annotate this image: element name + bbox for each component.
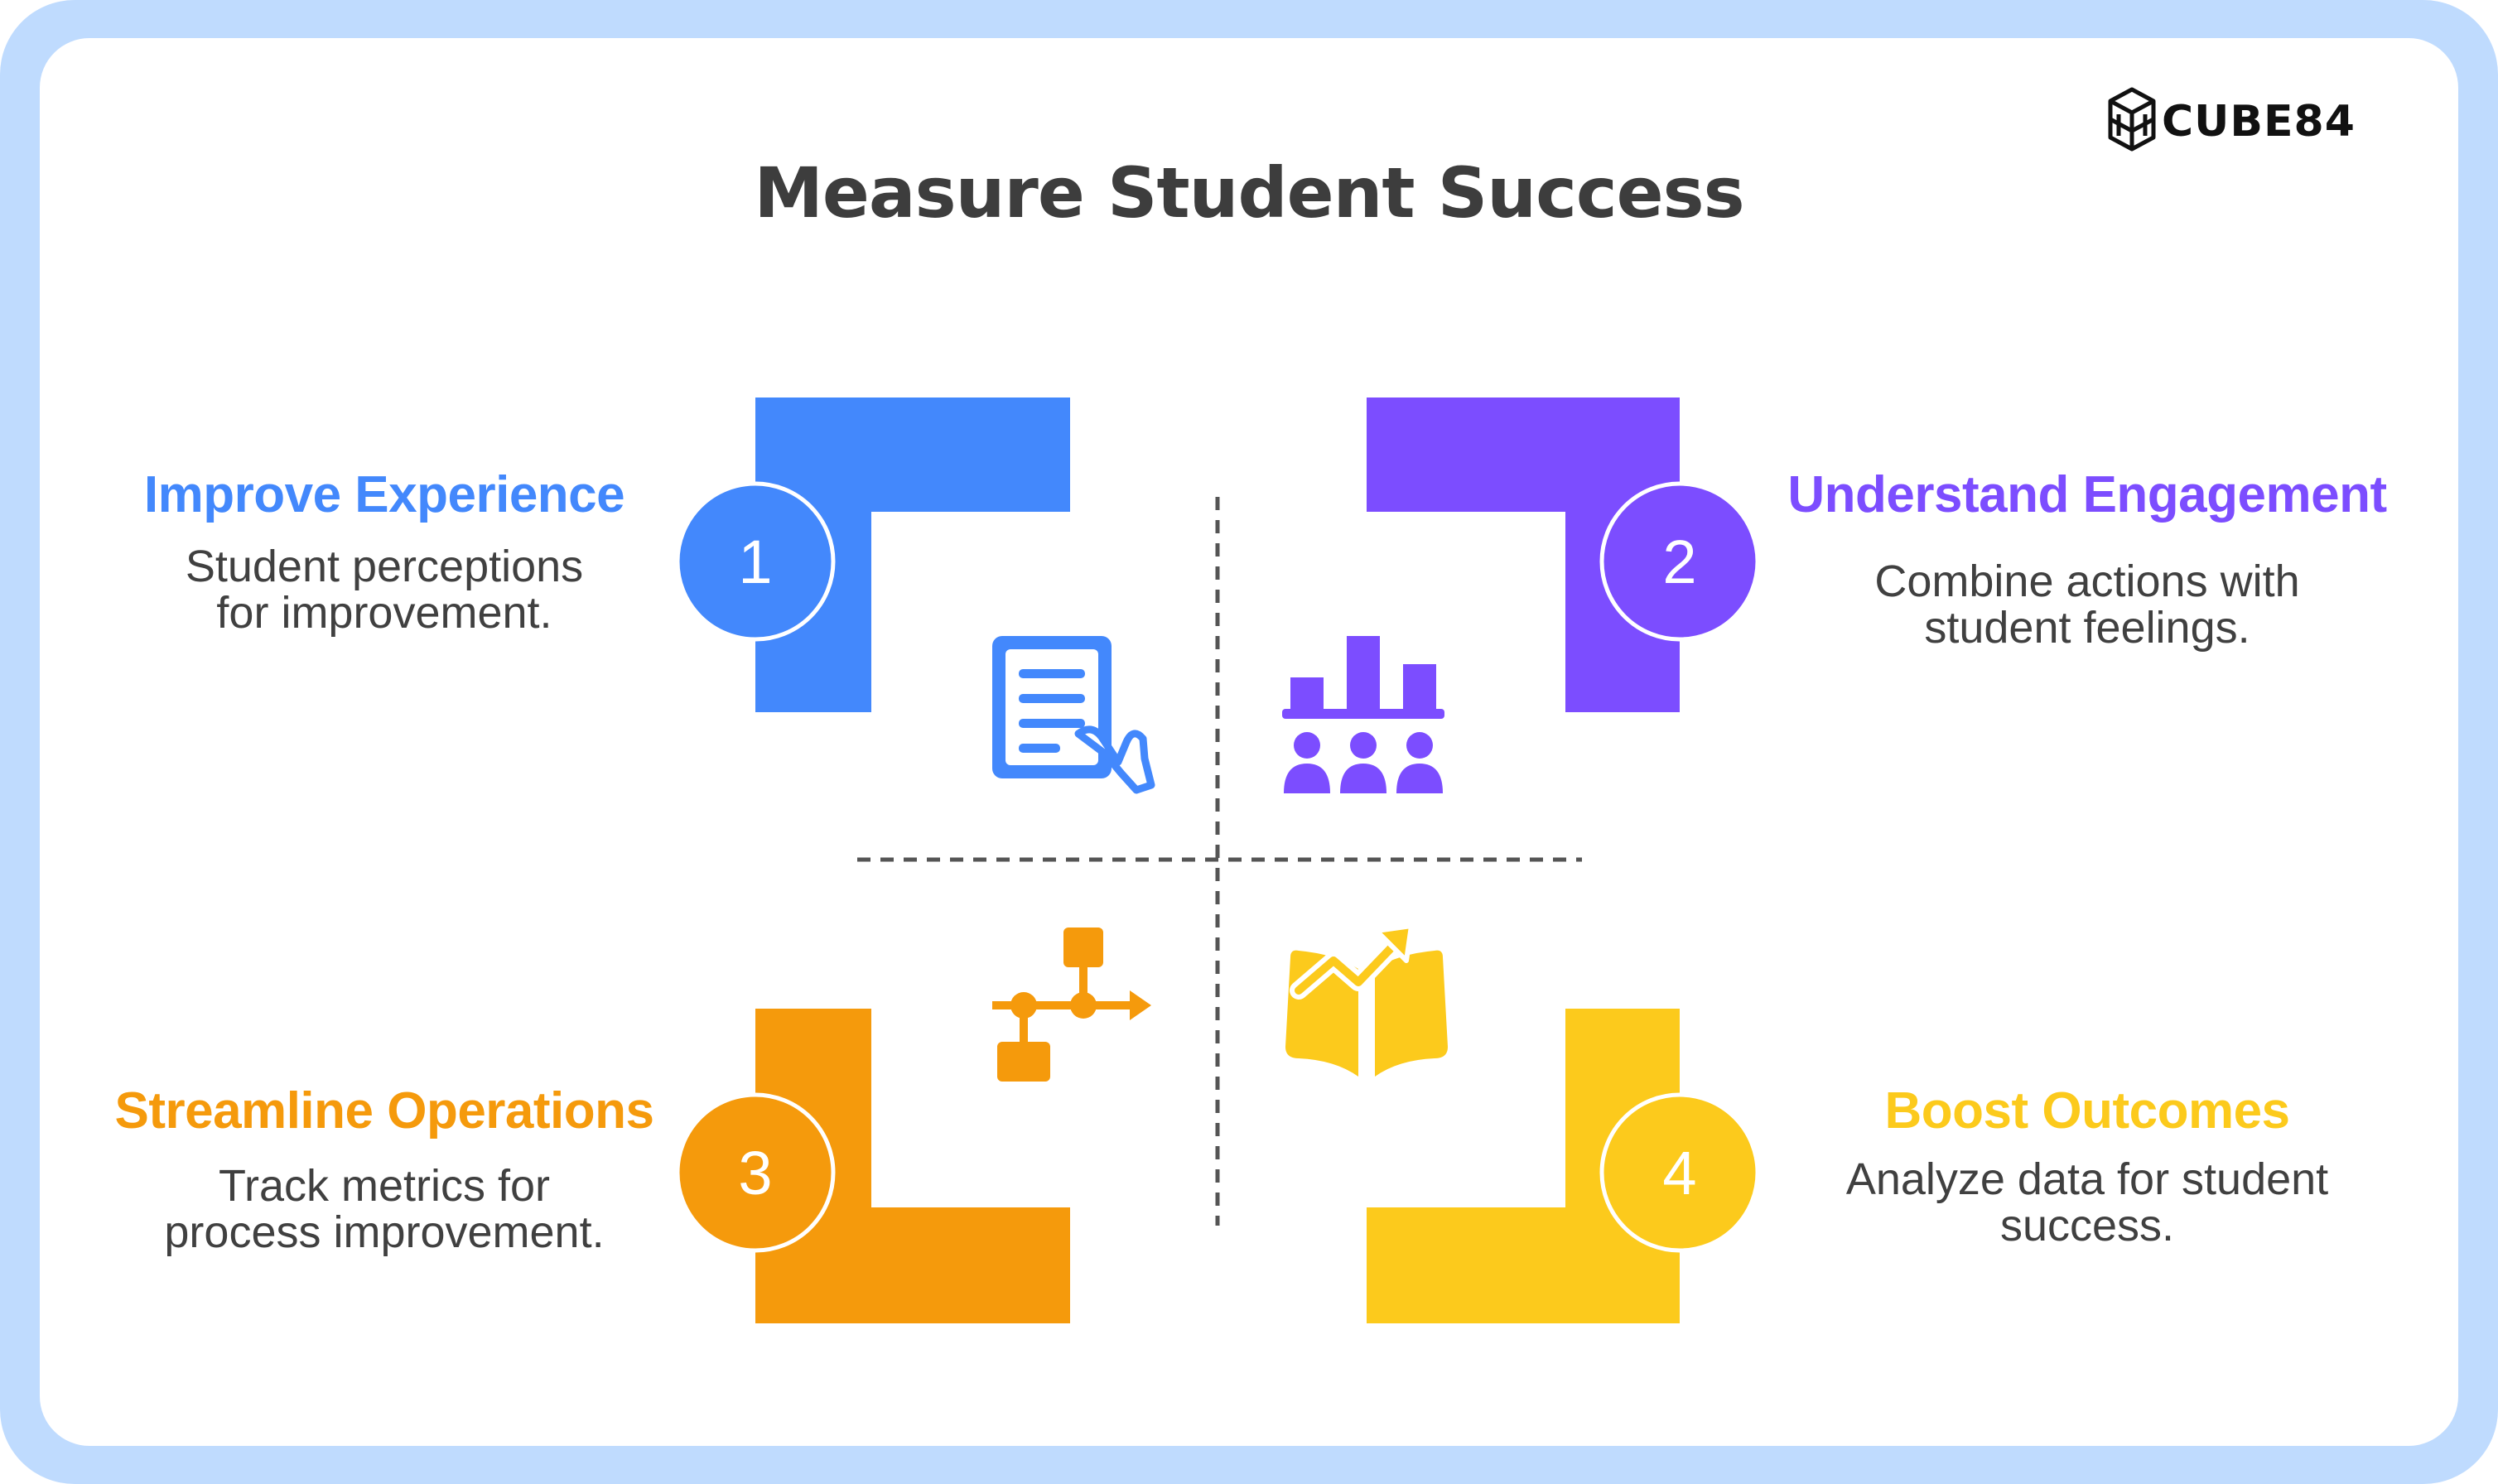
step-4-description: Analyze data for student success. [1772, 1156, 2402, 1249]
page-title: Measure Student Success [754, 152, 1744, 234]
step-1-description: Student perceptions for improvement. [70, 543, 699, 636]
step-3-number: 3 [738, 1139, 772, 1207]
step-2-description-line-2: student feelings. [1924, 603, 2250, 653]
step-2-number-badge: 2 [1599, 481, 1760, 642]
process-flow-icon [992, 928, 1151, 1082]
step-1-number-badge: 1 [675, 481, 836, 642]
inner-panel [40, 38, 2458, 1446]
step-1-heading: Improve Experience [143, 466, 625, 523]
step-3-number-badge: 3 [675, 1092, 836, 1253]
step-1-description-line-1: Student perceptions [185, 542, 584, 591]
growth-book-icon [1285, 923, 1448, 1083]
cube84-logo-icon [2108, 87, 2156, 152]
step-3-description-line-1: Track metrics for [218, 1161, 551, 1211]
survey-clipboard-icon [992, 636, 1155, 794]
step-3-l-shape [755, 1009, 1070, 1323]
step-3-heading: Streamline Operations [114, 1082, 654, 1140]
step-4-number-badge: 4 [1599, 1092, 1760, 1253]
step-1-description-line-2: for improvement. [216, 588, 552, 638]
step-2-description-line-1: Combine actions with [1874, 556, 2300, 606]
step-4-description-line-2: success. [1999, 1201, 2175, 1250]
step-3-description-line-2: process improvement. [164, 1207, 605, 1257]
step-2-number: 2 [1662, 528, 1696, 596]
step-3-description: Track metrics for process improvement. [70, 1163, 699, 1255]
step-4-number: 4 [1662, 1139, 1696, 1207]
step-2-l-shape [1367, 398, 1680, 712]
step-1-l-shape [755, 398, 1070, 712]
step-4-l-shape [1367, 1009, 1680, 1323]
brand-logo-text: CUBE84 [2162, 97, 2356, 147]
step-4-description-line-1: Analyze data for student [1845, 1154, 2329, 1204]
step-1-number: 1 [738, 528, 772, 596]
step-4-heading: Boost Outcomes [1884, 1082, 2290, 1140]
step-2-description: Combine actions with student feelings. [1772, 558, 2402, 651]
step-2-heading: Understand Engagement [1787, 466, 2387, 523]
audience-chart-icon [1282, 636, 1444, 793]
